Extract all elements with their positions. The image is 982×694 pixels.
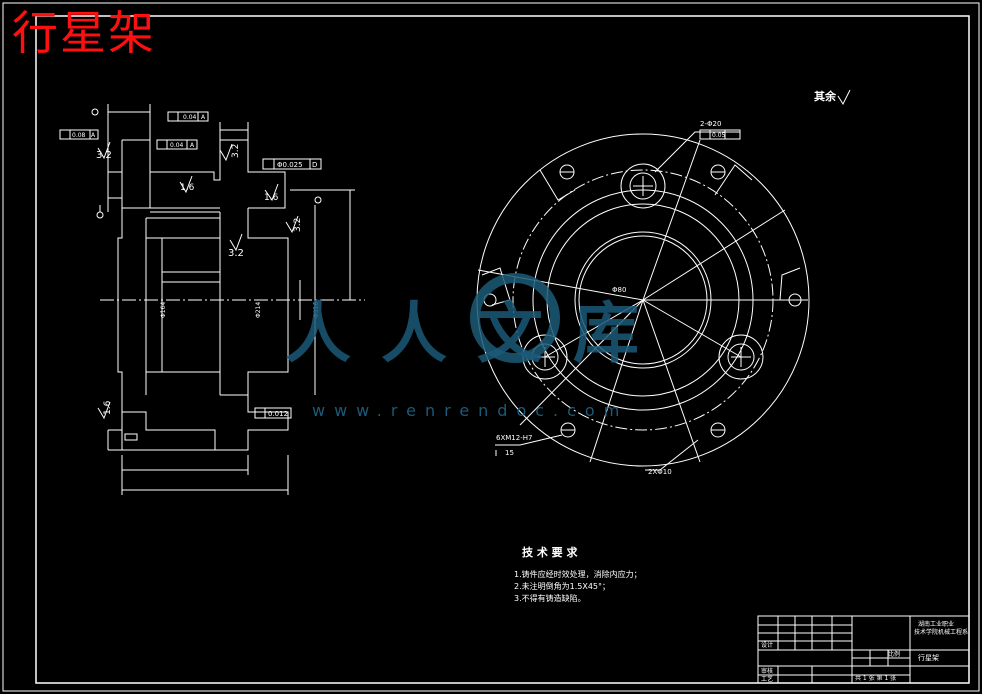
part-name: 行星架 (918, 653, 939, 662)
front-view-labels: 2-Φ20 0.05 6XM12-H7 15 2XΦ10 Φ80 其余 (496, 89, 837, 476)
dim-flange: Φ316 (313, 302, 320, 318)
sheet-info: 共 1 张 第 1 张 (855, 674, 896, 682)
dim-outer: Φ214 (255, 302, 262, 318)
tech-req-item-1: 1.铸件应经时效处理，消除内应力； (514, 569, 642, 579)
row-label-process: 工艺 (761, 675, 773, 683)
tol-value-2: 0.04 (170, 142, 184, 149)
tech-req-heading: 技 术 要 求 (522, 545, 578, 559)
tol-datum-2: A (190, 142, 195, 149)
roughness-3: 1.6 (180, 183, 195, 193)
section-view (59, 104, 365, 495)
section-view-labels: 0.04 A 0.04 A 0.08 A Φ0.025 D 0.012 3.2 … (72, 114, 320, 418)
front-view (476, 89, 851, 471)
title-block (757, 615, 970, 684)
drawing-title: 行星架 (12, 6, 156, 60)
roughness-7: 1.6 (103, 400, 113, 415)
title-block-labels: 湖南工业职业 技术学院机械工程系 行星架 设计 审核 工艺 比例 共 1 张 第… (761, 620, 968, 683)
inner-frame (35, 15, 970, 684)
hole-callout-tol: 0.05 (712, 132, 726, 139)
tol-value-3: 0.08 (72, 132, 86, 139)
thread-depth: 15 (505, 449, 514, 457)
tol-datum-1: A (201, 114, 206, 121)
watermark-logo-ring (470, 273, 560, 363)
tol-datum-3: A (91, 132, 96, 139)
roughness-5: 3.2 (293, 218, 303, 232)
watermark-url: www.renrendoc.com (312, 401, 628, 420)
tol-datum-4: D (312, 161, 317, 169)
thread-callout: 6XM12-H7 (496, 434, 532, 442)
tech-req-item-3: 3.不得有铸造缺陷。 (514, 593, 586, 603)
roughness-4: 1.6 (264, 193, 279, 203)
watermark: 人人文库 www.renrendoc.com (285, 273, 669, 420)
center-label: Φ80 (612, 286, 626, 294)
school-line-2: 技术学院机械工程系 (914, 628, 968, 636)
tech-req-item-2: 2.未注明倒角为1.5X45°； (514, 581, 610, 591)
runout-value: 0.012 (268, 410, 288, 418)
roughness-2: 3.2 (228, 248, 244, 259)
roughness-6: 3.2 (231, 144, 241, 158)
scale-label: 比例 (888, 650, 900, 658)
tol-value-1: 0.04 (183, 114, 197, 121)
hole-callout-top: 2-Φ20 (700, 120, 721, 128)
roughness-1: 3.2 (96, 150, 112, 161)
school-line-1: 湖南工业职业 (918, 620, 954, 628)
row-label-design: 设计 (761, 641, 773, 649)
watermark-text: 人人文库 (285, 295, 669, 372)
row-label-review: 审核 (761, 667, 773, 675)
pin-callout: 2XΦ10 (648, 468, 672, 476)
roughness-note: 其余 (814, 89, 837, 103)
tech-requirements: 技 术 要 求 1.铸件应经时效处理，消除内应力； 2.未注明倒角为1.5X45… (514, 545, 642, 603)
dim-bore: Φ164 (160, 302, 167, 318)
tol-value-4: Φ0.025 (277, 161, 303, 169)
